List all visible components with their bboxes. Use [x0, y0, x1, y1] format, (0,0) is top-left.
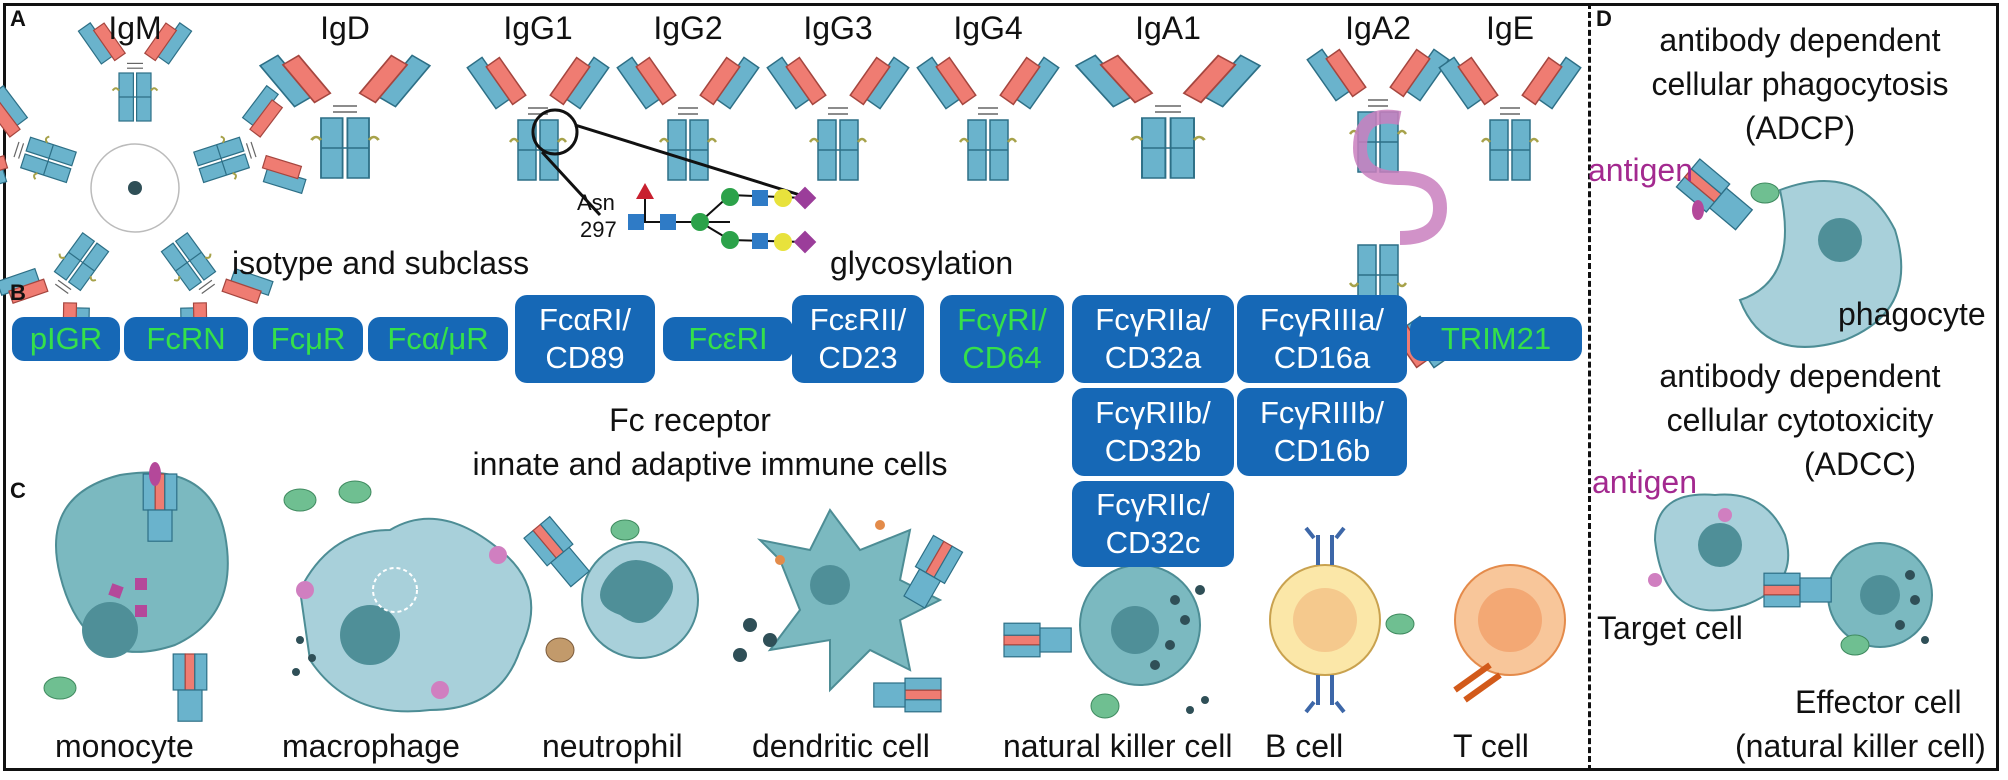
panel-divider [1588, 3, 1591, 771]
receptor-fcgriia-cd32a: FcγRIIa/CD32a [1072, 295, 1234, 383]
cell-label-monocyte: monocyte [55, 728, 194, 764]
isotype-label-igg2: IgG2 [653, 10, 723, 46]
isotype-label-igm: IgM [108, 10, 162, 46]
cell-label-natural-killer: natural killer cell [1003, 728, 1233, 764]
receptor-fcgriiia-cd16a: FcγRIIIa/CD16a [1237, 295, 1407, 383]
receptor-trim21: TRIM21 [1410, 317, 1582, 361]
panel-c-label: C [10, 478, 26, 503]
adcp-line3: (ADCP) [1744, 110, 1856, 146]
receptor-fcari-cd89: FcαRI/CD89 [515, 295, 655, 383]
effector-cell-label: Effector cell [1795, 684, 1962, 720]
cell-label-neutrophil: neutrophil [542, 728, 683, 764]
cell-label-dendritic: dendritic cell [752, 728, 930, 764]
cell-label-t-cell: T cell [1453, 728, 1529, 764]
receptor-fcgriiib-cd16b: FcγRIIIb/CD16b [1237, 388, 1407, 476]
receptor-fcgriic-cd32c: FcγRIIc/CD32c [1072, 481, 1234, 567]
receptor-fceril-cd23: FcεRII/CD23 [792, 295, 924, 383]
receptor-fcmur: FcμR [253, 317, 363, 361]
isotype-label-ige: IgE [1485, 10, 1535, 46]
isotype-label-iga2: IgA2 [1345, 10, 1411, 46]
cell-label-macrophage: macrophage [282, 728, 460, 764]
asn-number: 297 [580, 217, 617, 242]
panel-b-label: B [10, 280, 26, 305]
adcp-antigen-label: antigen [1588, 152, 1693, 188]
isotype-label-igg3: IgG3 [803, 10, 873, 46]
adcp-line1: antibody dependent [1659, 22, 1941, 58]
isotype-label-igd: IgD [320, 10, 370, 46]
glycosylation-caption: glycosylation [830, 245, 1014, 281]
receptor-pigr: pIGR [12, 317, 120, 361]
isotype-label-igg1: IgG1 [503, 10, 573, 46]
adcp-line2: cellular phagocytosis [1651, 66, 1949, 102]
isotype-label-iga1: IgA1 [1135, 10, 1201, 46]
isotype-caption: isotype and subclass [232, 245, 530, 281]
receptor-fcgriib-cd32b: FcγRIIb/CD32b [1072, 388, 1234, 476]
adcc-line2: cellular cytotoxicity [1666, 402, 1934, 438]
target-cell-label: Target cell [1597, 610, 1743, 646]
fc-receptor-title: Fc receptor [609, 402, 771, 438]
adcc-line1: antibody dependent [1659, 358, 1941, 394]
asn-label: Asn [577, 190, 615, 215]
isotype-label-igg4: IgG4 [953, 10, 1023, 46]
phagocyte-label: phagocyte [1838, 296, 1986, 332]
cell-label-b-cell: B cell [1265, 728, 1344, 764]
adcc-antigen-label: antigen [1592, 464, 1697, 500]
immune-cells-title: innate and adaptive immune cells [472, 446, 948, 482]
receptor-fceri: FcεRI [663, 317, 793, 361]
panel-d-label: D [1596, 6, 1612, 31]
figure-frame [3, 3, 1999, 771]
adcc-line3: (ADCC) [1804, 446, 1916, 482]
receptor-fcamur: Fcα/μR [368, 317, 508, 361]
receptor-fcrn: FcRN [124, 317, 248, 361]
panel-a-label: A [10, 6, 26, 31]
receptor-fcgri-cd64: FcγRI/CD64 [940, 295, 1064, 383]
effector-cell-sublabel: (natural killer cell) [1735, 728, 1986, 764]
